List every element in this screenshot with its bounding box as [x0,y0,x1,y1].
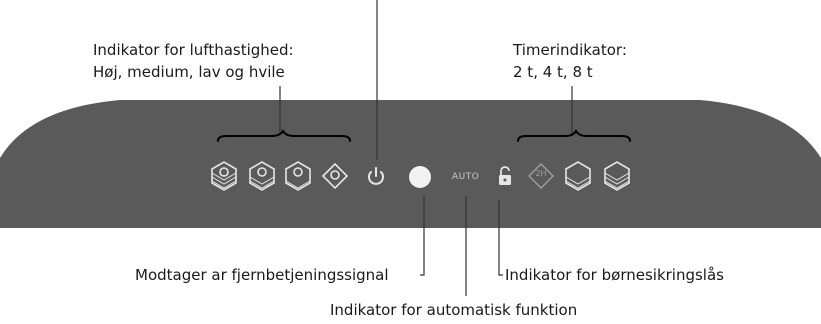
remote-receiver-leader-line [420,196,425,276]
timer-label-line1: Timerindikator: [513,41,627,59]
child-lock-label: Indikator for børnesikringslås [505,266,724,284]
timer-8h-icon [604,161,630,191]
fan-speed-high-icon [211,161,237,191]
timer-badge-4h: 4H [572,168,584,177]
fan-speed-low-icon [285,161,311,191]
fan-speed-label-line1: Indikator for lufthastighed: [93,41,294,59]
fan-speed-label-line2: Høj, medium, lav og hvile [93,63,285,81]
timer-4h-icon [565,161,591,191]
timer-bracket [517,129,631,142]
auto-indicator-label: AUTO [452,172,480,182]
child-lock-leader-line [498,200,503,276]
fan-speed-bracket [217,129,351,142]
remote-receiver-label: Modtager ar fjernbetjeningssignal [135,266,389,284]
control-panel [0,100,821,228]
auto-mode-label: Indikator for automatisk funktion [330,301,578,319]
timer-label-line2: 2 t, 4 t, 8 t [513,63,593,81]
timer-2h-icon [528,163,554,189]
power-icon [368,167,384,185]
remote-sensor-icon [409,166,431,188]
timer-badge-2h: 2H [535,169,546,178]
fan-speed-sleep-icon [321,162,349,190]
fan-speed-medium-icon [249,161,275,191]
lock-icon [499,166,511,185]
timer-badge-8h: 8H [611,168,623,177]
